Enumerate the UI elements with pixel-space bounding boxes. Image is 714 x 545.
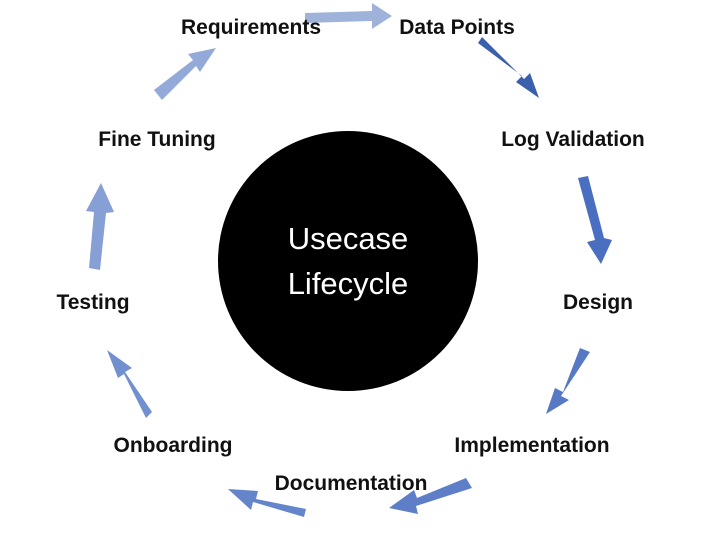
center-title-line-2: Lifecycle [288,266,409,301]
stage-label-requirements: Requirements [181,16,321,39]
stage-label-design: Design [563,291,633,314]
stage-label-documentation: Documentation [275,472,428,495]
stage-label-testing: Testing [56,291,129,314]
arrow-data-points-to-log-validation [478,37,539,98]
stage-label-fine-tuning: Fine Tuning [98,128,215,151]
arrow-fine-tuning-to-requirements [154,48,216,100]
stage-label-log-validation: Log Validation [501,128,645,151]
arrow-implementation-to-documentation [389,478,472,514]
center-title-line-1: Usecase [288,221,409,256]
arrow-log-validation-to-design [578,176,612,264]
stage-label-onboarding: Onboarding [114,434,233,457]
arrow-testing-to-fine-tuning [86,183,114,270]
arrow-design-to-implementation [546,348,590,414]
stage-label-implementation: Implementation [454,434,609,457]
arrow-onboarding-to-testing [107,350,152,418]
center-circle [218,131,478,391]
arrow-requirements-to-data-points [305,3,392,29]
arrow-documentation-to-onboarding [228,489,306,517]
stage-label-data-points: Data Points [399,16,515,39]
